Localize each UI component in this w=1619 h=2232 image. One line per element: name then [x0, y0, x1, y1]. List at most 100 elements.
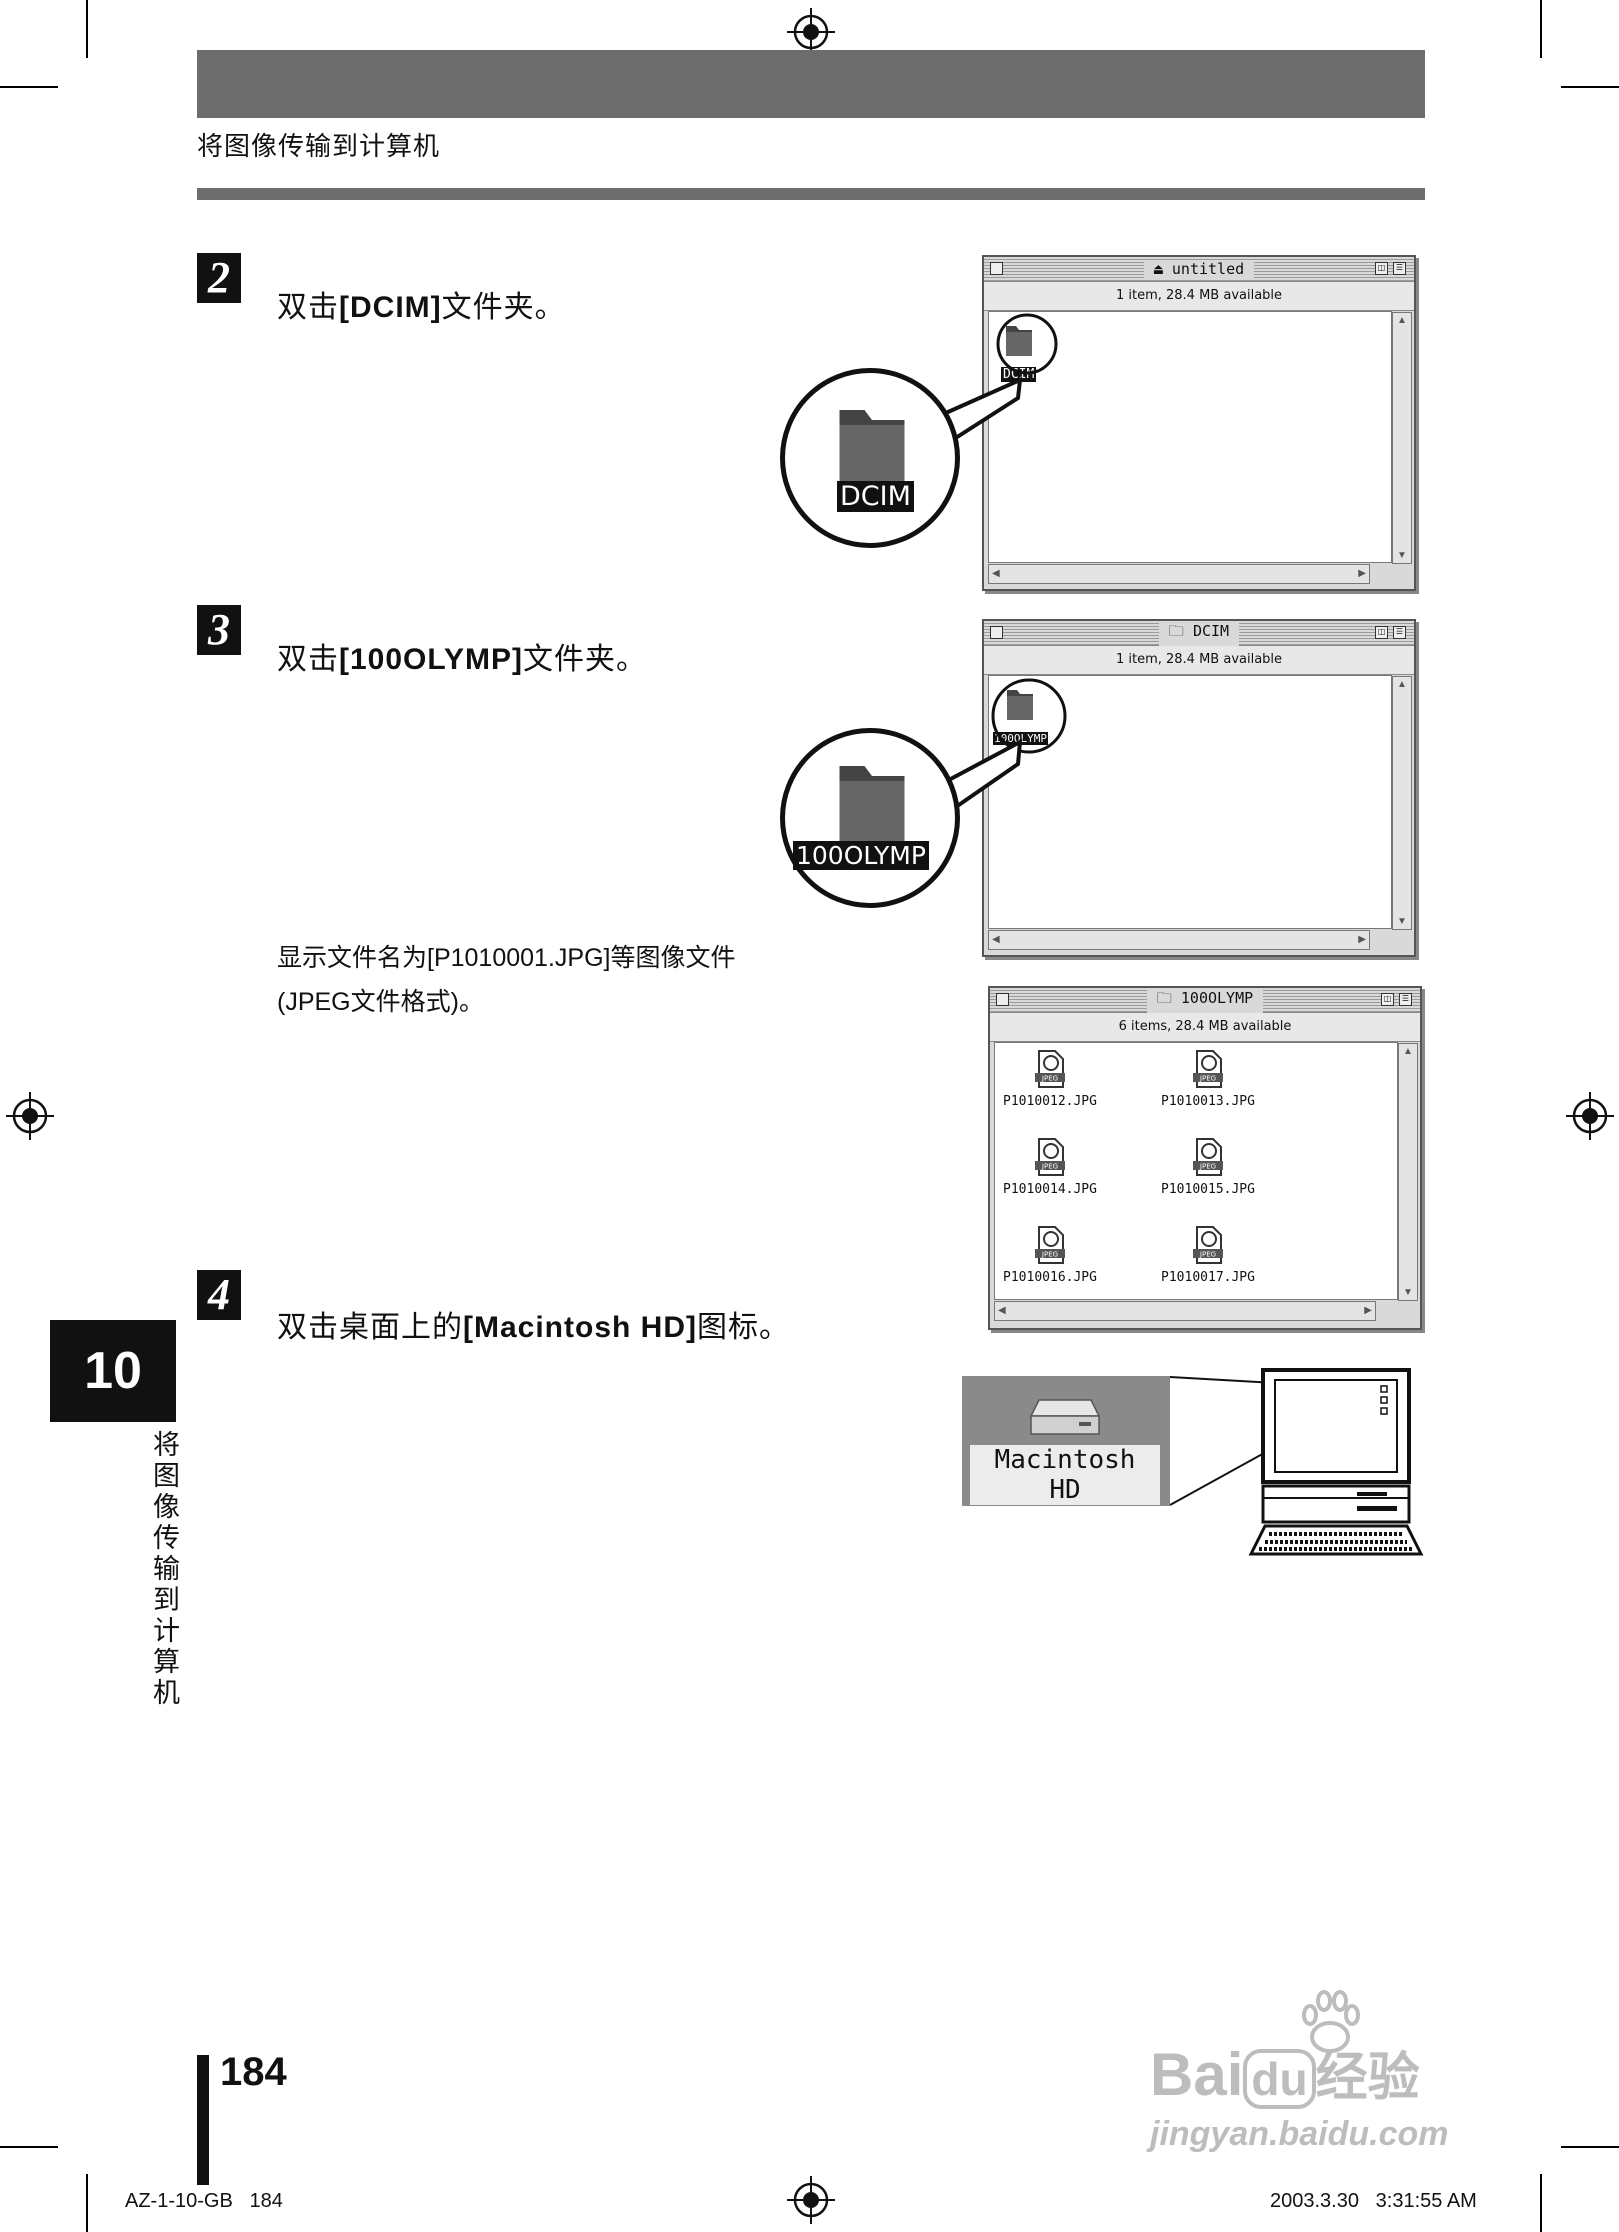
step-number: 2 [197, 253, 241, 303]
zoom-box-icon[interactable]: ◫ [1375, 626, 1388, 639]
jpeg-file-icon: JPEG [1035, 1050, 1065, 1088]
file-item[interactable]: JPEG P1010012.JPG [995, 1049, 1105, 1109]
watermark-brand-2: du [1243, 2049, 1316, 2109]
macintosh-hd-item[interactable]: Macintosh HD [970, 1394, 1160, 1505]
zoom-box-icon[interactable]: ◫ [1375, 262, 1388, 275]
windowshade-box-icon[interactable]: ☰ [1399, 993, 1412, 1006]
registration-mark-icon [787, 8, 835, 56]
crop-mark [1561, 86, 1619, 88]
window-titlebar[interactable]: 🗀 DCIM ◫ ☰ [984, 620, 1414, 646]
windowshade-box-icon[interactable]: ☰ [1393, 262, 1406, 275]
desktop-hd-panel: Macintosh HD [962, 1376, 1170, 1506]
file-item[interactable]: JPEG P1010016.JPG [995, 1225, 1105, 1285]
window-titlebar[interactable]: 🗀 100OLYMP ◫ ☰ [990, 987, 1420, 1013]
file-name: P1010014.JPG [1003, 1182, 1097, 1197]
jpeg-file-icon: JPEG [1193, 1138, 1223, 1176]
jpeg-file-icon: JPEG [1193, 1226, 1223, 1264]
horizontal-scrollbar[interactable]: ◀ ▶ [988, 930, 1370, 950]
header-bar [197, 50, 1425, 118]
footer-right: 2003.3.30 3:31:55 AM [1270, 2190, 1477, 2212]
step-instruction: 双击桌面上的[Macintosh HD]图标。 [277, 1302, 790, 1346]
scroll-up-arrow-icon[interactable]: ▲ [1403, 1046, 1413, 1057]
chapter-number-tab: 10 [50, 1320, 176, 1422]
step-text-prefix: 双击桌面上的 [277, 1311, 463, 1344]
vertical-scrollbar[interactable]: ▲ ▼ [1392, 676, 1412, 930]
hard-disk-icon [1029, 1399, 1101, 1435]
close-box-icon[interactable] [990, 262, 1003, 275]
window-status: 1 item, 28.4 MB available [984, 645, 1414, 675]
horizontal-scrollbar[interactable]: ◀ ▶ [994, 1301, 1376, 1321]
watermark-brand: Bai [1150, 2041, 1244, 2108]
scroll-down-arrow-icon[interactable]: ▼ [1397, 550, 1407, 561]
windowshade-box-icon[interactable]: ☰ [1393, 626, 1406, 639]
scroll-left-arrow-icon[interactable]: ◀ [992, 568, 1000, 579]
step-instruction: 双击[DCIM]文件夹。 [277, 282, 566, 326]
finder-window-100olymp[interactable]: 🗀 100OLYMP ◫ ☰ 6 items, 28.4 MB availabl… [988, 986, 1422, 1330]
step-text-suffix: 文件夹。 [522, 643, 647, 676]
scroll-down-arrow-icon[interactable]: ▼ [1403, 1287, 1413, 1298]
window-titlebar[interactable]: ⏏ untitled ◫ ☰ [984, 257, 1414, 281]
registration-mark-icon [1566, 1092, 1614, 1140]
scroll-left-arrow-icon[interactable]: ◀ [992, 934, 1000, 945]
page-number: 184 [220, 2050, 287, 2094]
scroll-right-arrow-icon[interactable]: ▶ [1364, 1305, 1372, 1316]
highlight-circle-icon [991, 678, 1067, 754]
step-text-suffix: 文件夹。 [441, 291, 566, 324]
window-title: 🗀 100OLYMP [1146, 987, 1264, 1013]
file-name: P1010013.JPG [1161, 1094, 1255, 1109]
step-text-prefix: 双击 [277, 291, 339, 324]
close-box-icon[interactable] [996, 993, 1009, 1006]
file-badge: JPEG [1041, 1075, 1058, 1083]
step-text-prefix: 双击 [277, 643, 339, 676]
vertical-scrollbar[interactable]: ▲ ▼ [1392, 312, 1412, 564]
header-title: 将图像传输到计算机 [197, 131, 441, 161]
file-badge: JPEG [1041, 1251, 1058, 1259]
magnified-label: 100OLYMP [793, 841, 929, 870]
close-box-icon[interactable] [990, 626, 1003, 639]
folder-label: 100OLYMP [993, 732, 1048, 745]
step-text-bold: [100OLYMP] [339, 643, 523, 676]
magnified-folder-dcim: DCIM [780, 368, 960, 548]
footer-left: AZ-1-10-GB 184 [125, 2190, 283, 2212]
computer-illustration-icon [1248, 1368, 1424, 1556]
registration-mark-icon [6, 1092, 54, 1140]
scroll-up-arrow-icon[interactable]: ▲ [1397, 679, 1407, 690]
file-badge: JPEG [1041, 1163, 1058, 1171]
magnified-folder-100olymp: 100OLYMP [780, 728, 960, 908]
paw-logo-icon [1302, 1990, 1360, 2053]
step-text-bold: [Macintosh HD] [463, 1311, 697, 1344]
window-title: 🗀 DCIM [1158, 620, 1240, 646]
crop-mark [0, 2146, 58, 2148]
folder-icon [1007, 690, 1034, 720]
scroll-down-arrow-icon[interactable]: ▼ [1397, 916, 1407, 927]
scroll-right-arrow-icon[interactable]: ▶ [1358, 568, 1366, 579]
crop-mark [1561, 2146, 1619, 2148]
file-name: P1010012.JPG [1003, 1094, 1097, 1109]
magnified-label: DCIM [837, 481, 914, 512]
folder-item-dcim[interactable]: DCIM [1001, 320, 1037, 383]
file-name: P1010016.JPG [1003, 1270, 1097, 1285]
zoom-box-icon[interactable]: ◫ [1381, 993, 1394, 1006]
window-content: 100OLYMP [988, 675, 1392, 929]
crop-mark [1540, 0, 1542, 58]
step-number: 3 [197, 605, 241, 655]
folder-item-100olymp[interactable]: 100OLYMP [993, 684, 1048, 747]
finder-window-dcim[interactable]: 🗀 DCIM ◫ ☰ 1 item, 28.4 MB available 100… [982, 619, 1416, 957]
horizontal-scrollbar[interactable]: ◀ ▶ [988, 564, 1370, 584]
step-number: 4 [197, 1270, 241, 1320]
macintosh-hd-label: Macintosh HD [970, 1445, 1160, 1505]
file-badge: JPEG [1199, 1163, 1216, 1171]
crop-mark [0, 86, 58, 88]
finder-window-untitled[interactable]: ⏏ untitled ◫ ☰ 1 item, 28.4 MB available… [982, 255, 1416, 591]
scroll-up-arrow-icon[interactable]: ▲ [1397, 315, 1407, 326]
file-item[interactable]: JPEG P1010014.JPG [995, 1137, 1105, 1197]
header-rule [197, 188, 1425, 200]
vertical-scrollbar[interactable]: ▲ ▼ [1398, 1043, 1418, 1301]
scroll-right-arrow-icon[interactable]: ▶ [1358, 934, 1366, 945]
crop-mark [1540, 2174, 1542, 2232]
scroll-left-arrow-icon[interactable]: ◀ [998, 1305, 1006, 1316]
